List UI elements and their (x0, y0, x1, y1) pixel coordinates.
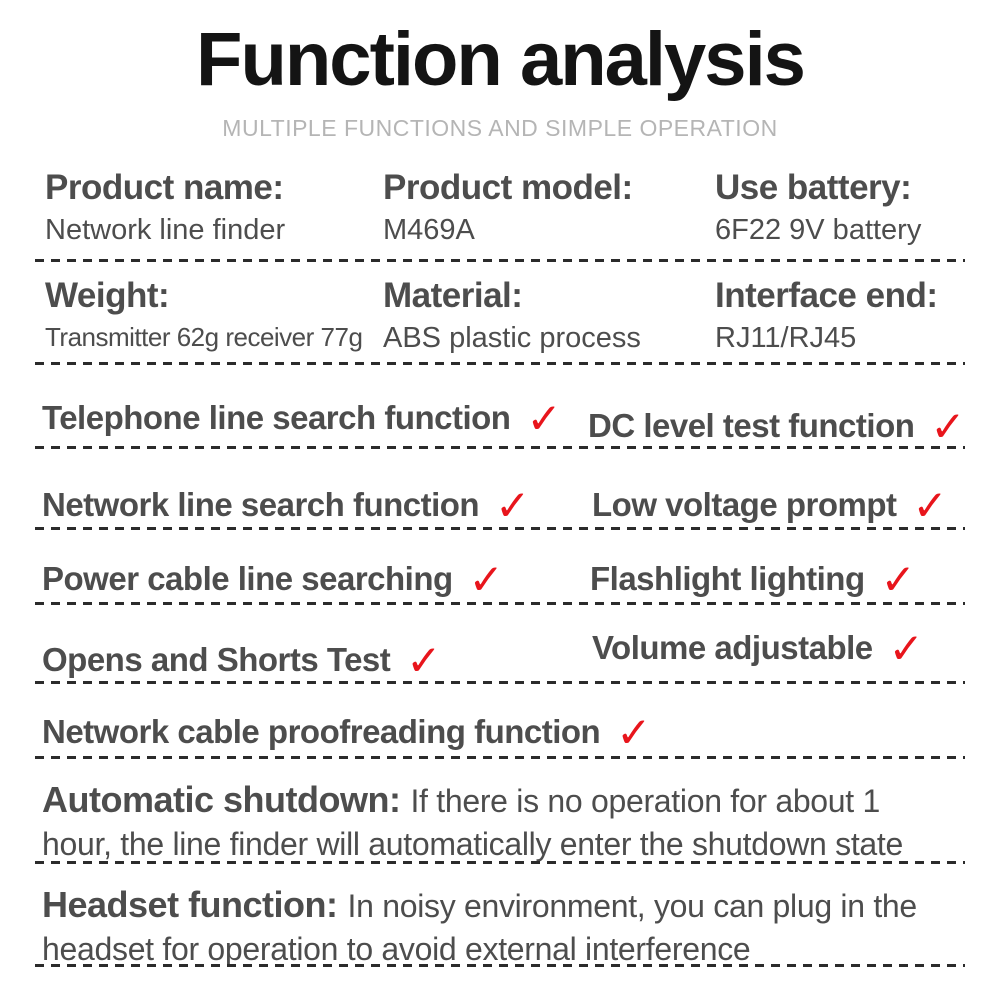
spec-label: Product name: (45, 168, 284, 207)
check-icon: ✓ (912, 482, 948, 529)
feature-low-voltage-prompt: Low voltage prompt ✓ (592, 481, 948, 531)
spec-value: Transmitter 62g receiver 77g (45, 322, 363, 353)
note-automatic-shutdown: Automatic shutdown:If there is no operat… (42, 777, 952, 865)
spec-label: Material: (383, 276, 523, 315)
spec-product-name: Product name: Network line finder (45, 168, 285, 247)
feature-text: Telephone line search function (42, 399, 511, 436)
divider (35, 964, 965, 967)
check-icon: ✓ (468, 556, 504, 603)
spec-product-model: Product model: M469A (383, 168, 633, 247)
spec-label: Interface end: (715, 276, 938, 315)
note-label: Headset function: (42, 884, 338, 925)
page-title: Function analysis (196, 17, 806, 102)
spec-weight: Weight: Transmitter 62g receiver 77g (45, 276, 363, 353)
feature-text: Network line search function (42, 486, 480, 523)
note-headset-function: Headset function:In noisy environment, y… (42, 882, 952, 970)
spec-interface-end: Interface end: RJ11/RJ45 (715, 276, 938, 355)
feature-text: DC level test function (588, 407, 915, 444)
check-icon: ✓ (526, 395, 562, 442)
divider (35, 527, 965, 530)
spec-material: Material: ABS plastic process (383, 276, 641, 355)
divider (35, 446, 965, 449)
check-icon: ✓ (495, 482, 531, 529)
spec-value: RJ11/RJ45 (715, 322, 857, 355)
feature-telephone-line-search: Telephone line search function ✓ (42, 394, 562, 444)
note-text: If there is no operation for about 1 hou… (42, 783, 904, 862)
feature-dc-level-test: DC level test function ✓ (588, 402, 966, 452)
feature-text: Opens and Shorts Test (42, 641, 391, 678)
spec-value: ABS plastic process (383, 322, 641, 355)
feature-text: Network cable proofreading function (42, 713, 601, 750)
divider (35, 681, 965, 684)
spec-label: Use battery: (715, 168, 912, 207)
divider (35, 602, 965, 605)
spec-label: Weight: (45, 276, 170, 315)
page-subtitle: MULTIPLE FUNCTIONS AND SIMPLE OPERATION (222, 115, 778, 141)
spec-value: 6F22 9V battery (715, 214, 922, 247)
divider (35, 259, 965, 262)
feature-cable-proofreading: Network cable proofreading function ✓ (42, 708, 651, 758)
check-icon: ✓ (888, 625, 924, 672)
spec-value: M469A (383, 214, 475, 247)
feature-text: Low voltage prompt (592, 486, 897, 523)
spec-label: Product model: (383, 168, 633, 207)
feature-text: Volume adjustable (592, 629, 873, 666)
divider (35, 756, 965, 759)
feature-power-cable-search: Power cable line searching ✓ (42, 555, 504, 605)
check-icon: ✓ (406, 637, 442, 684)
spec-value: Network line finder (45, 214, 286, 247)
note-label: Automatic shutdown: (42, 779, 401, 820)
feature-text: Power cable line searching (42, 560, 453, 597)
divider (35, 861, 965, 864)
check-icon: ✓ (880, 556, 916, 603)
feature-opens-shorts-test: Opens and Shorts Test ✓ (42, 636, 441, 686)
check-icon: ✓ (616, 709, 652, 756)
feature-network-line-search: Network line search function ✓ (42, 481, 530, 531)
feature-volume-adjustable: Volume adjustable ✓ (592, 624, 924, 674)
divider (35, 362, 965, 365)
note-text: In noisy environment, you can plug in th… (42, 888, 917, 967)
feature-text: Flashlight lighting (590, 560, 865, 597)
check-icon: ✓ (930, 403, 966, 450)
spec-use-battery: Use battery: 6F22 9V battery (715, 168, 921, 247)
feature-flashlight-lighting: Flashlight lighting ✓ (590, 555, 916, 605)
